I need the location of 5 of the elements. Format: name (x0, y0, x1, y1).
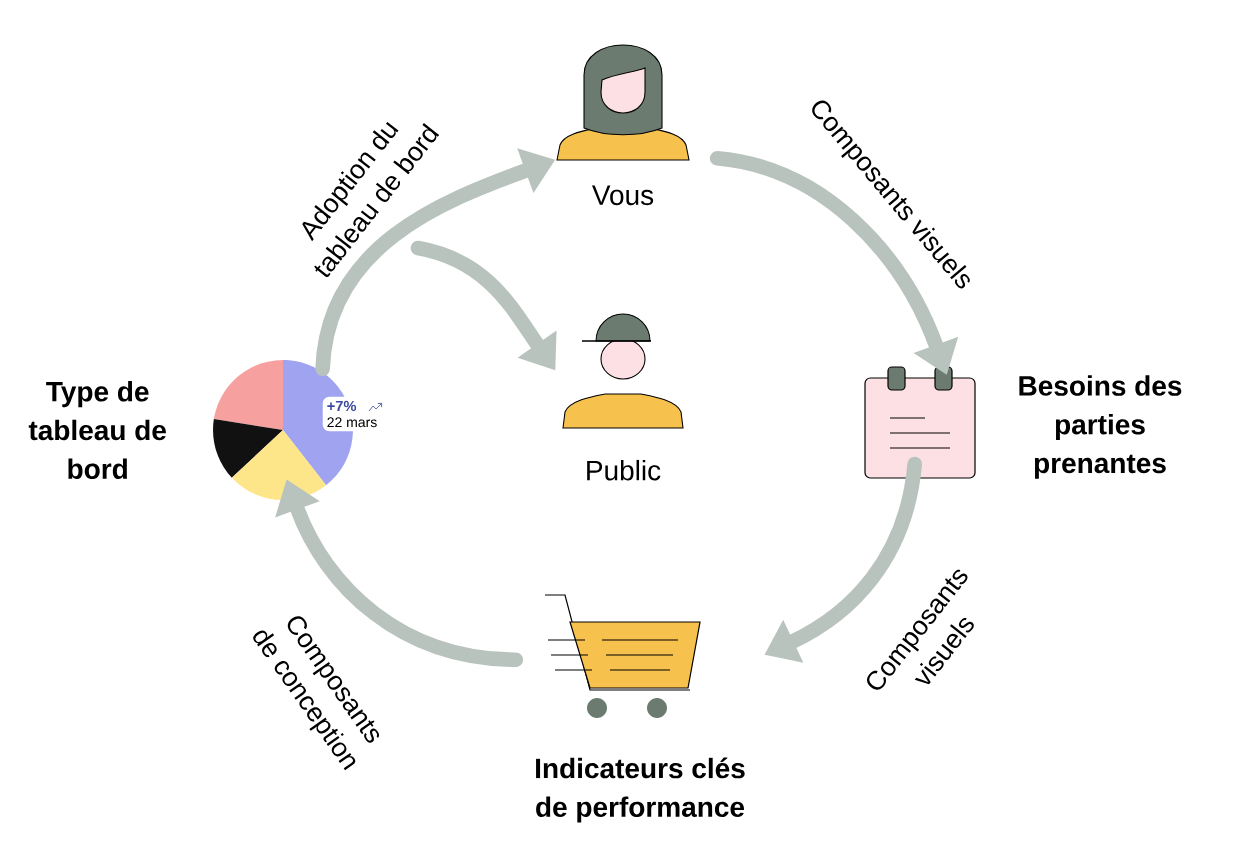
node-label: Vous (592, 185, 654, 206)
node-label: Indicateurs clés de performance (536, 757, 745, 823)
node-label: Type de tableau de bord (28, 381, 166, 479)
node-label: Public (587, 459, 661, 481)
node-label: Besoins des parties prenantes (1019, 375, 1182, 479)
